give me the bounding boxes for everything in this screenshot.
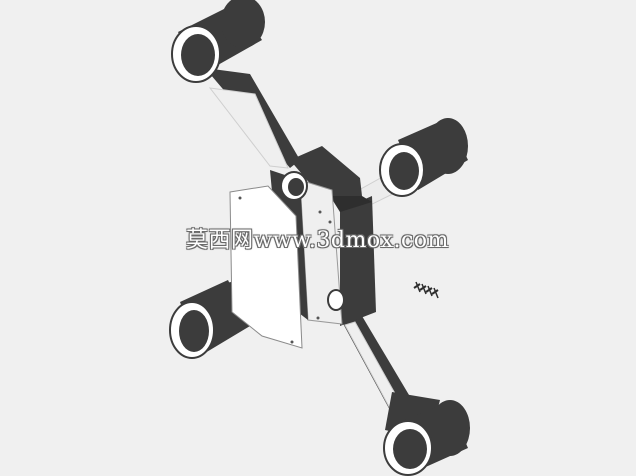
bracket-arm-icon: [208, 87, 289, 169]
screw-icon: [413, 281, 421, 293]
center-body: [229, 146, 376, 349]
watermark-text: 莫西网www.3dmox.com: [186, 228, 449, 253]
screw-icon: [431, 287, 439, 299]
screws: [413, 281, 439, 299]
cylinder-clamp-top-left: [171, 0, 265, 83]
cylinder-clamp-top-right: [379, 118, 468, 197]
front-plate: [229, 185, 303, 349]
cylinder-clamp-bottom-right: [383, 400, 470, 476]
screw-icon: [419, 283, 427, 295]
screw-icon: [425, 285, 433, 297]
